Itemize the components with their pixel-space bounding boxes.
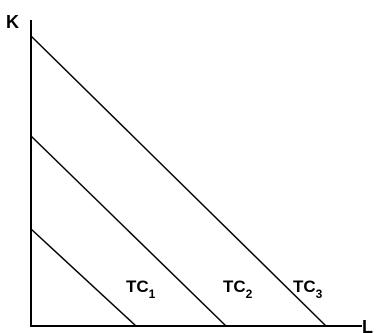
x-axis-label: L: [362, 317, 373, 333]
tc1-label-sub: 1: [149, 287, 156, 301]
tc2-label-sub: 2: [246, 287, 253, 301]
tc1-label-main: TC: [126, 277, 149, 296]
tc2-label: TC2: [223, 277, 253, 301]
isocost-line-tc2: [30, 135, 227, 327]
tc3-label-sub: 3: [316, 287, 323, 301]
tc3-label-main: TC: [293, 277, 316, 296]
y-axis-label: K: [6, 12, 19, 32]
isocost-line-tc1: [30, 228, 137, 327]
isocost-line-tc3: [30, 35, 327, 327]
tc3-label: TC3: [293, 277, 323, 301]
tc1-label: TC1: [126, 277, 156, 301]
tc2-label-main: TC: [223, 277, 246, 296]
